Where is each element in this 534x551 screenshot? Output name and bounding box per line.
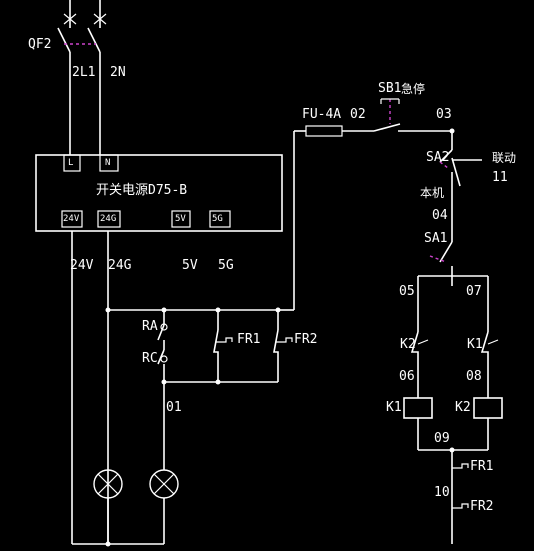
psu-terminal-24g: 24G <box>100 214 117 224</box>
k1-coil-label: K1 <box>386 400 402 415</box>
local-label: 本机 <box>420 186 445 200</box>
line-2l1-label: 2L1 <box>72 65 96 80</box>
fuse-label: FU-4A <box>302 107 342 122</box>
node-04-label: 04 <box>432 208 448 223</box>
node-09-label: 09 <box>434 431 450 446</box>
output-24v-label: 24V <box>70 258 94 273</box>
line-2n-label: 2N <box>110 65 126 80</box>
k1-contact-label: K1 <box>467 337 483 352</box>
sa1-label: SA1 <box>424 231 448 246</box>
fr2-lower-label: FR2 <box>470 499 494 514</box>
fr1-lower-label: FR1 <box>470 459 494 474</box>
low-voltage-rails <box>71 231 278 545</box>
linkage-label: 联动 <box>492 151 517 165</box>
qf2-breaker <box>57 0 107 155</box>
ra-rc-contacts <box>157 323 278 470</box>
sb1-label: SB1 <box>378 81 402 96</box>
fr2-upper-label: FR2 <box>294 332 318 347</box>
ra-label: RA <box>142 319 158 334</box>
indicator-lamps <box>93 469 179 544</box>
contactor-coils <box>403 397 503 544</box>
node-01-label: 01 <box>166 400 182 415</box>
sa2-selector <box>439 149 482 242</box>
sa1-switch <box>417 241 489 332</box>
node-08-label: 08 <box>466 369 482 384</box>
k2-coil-label: K2 <box>455 400 471 415</box>
output-5v-label: 5V <box>182 258 198 273</box>
node-02-label: 02 <box>350 107 366 122</box>
fuse-fu <box>305 125 374 137</box>
node-07-label: 07 <box>466 284 482 299</box>
k2-contact-label: K2 <box>400 337 416 352</box>
qf2-label: QF2 <box>28 37 52 52</box>
fr-contacts-lower <box>452 463 469 509</box>
psu-terminal-5v: 5V <box>175 214 186 224</box>
psu-terminal-5g: 5G <box>212 214 223 224</box>
node-06-label: 06 <box>399 369 415 384</box>
node-11-label: 11 <box>492 170 508 185</box>
psu-terminal-l: L <box>68 158 74 168</box>
fr-contacts-upper <box>213 130 306 382</box>
output-5g-label: 5G <box>218 258 234 273</box>
node-05-label: 05 <box>399 284 415 299</box>
rc-label: RC <box>142 351 158 366</box>
output-24g-label: 24G <box>108 258 132 273</box>
psu-terminal-24v: 24V <box>63 214 80 224</box>
sb1-emergency-stop <box>373 98 453 150</box>
power-supply-box <box>35 154 283 232</box>
node-03-label: 03 <box>436 107 452 122</box>
psu-terminal-n: N <box>105 158 111 168</box>
fr1-upper-label: FR1 <box>237 332 261 347</box>
estop-label: 急停 <box>401 82 426 96</box>
psu-model-label: 开关电源D75-B <box>96 183 188 198</box>
interlock-contacts <box>410 331 499 398</box>
sa2-label: SA2 <box>426 150 450 165</box>
junction-dots <box>105 128 455 547</box>
node-10-label: 10 <box>434 485 450 500</box>
